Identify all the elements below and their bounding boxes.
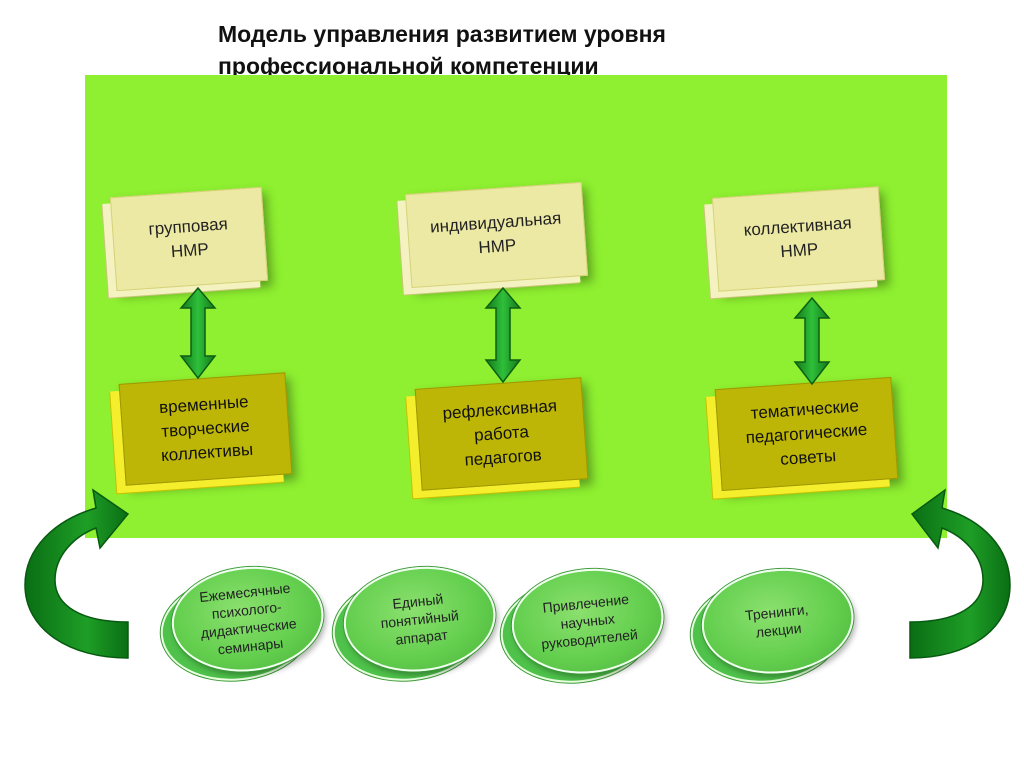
title-line-1: Модель управления развитием уровня (218, 21, 666, 47)
ellipse-seminars: Ежемесячные психолого- дидактические сем… (155, 559, 329, 689)
ellipse-seminars-label: Ежемесячные психолого- дидактические сем… (198, 579, 298, 658)
curved-arrow-left (24, 488, 130, 659)
ellipse-trainings: Тренинги, лекции (685, 561, 859, 691)
slide-title: Модель управления развитием уровня профе… (218, 18, 858, 82)
ellipse-trainings-label: Тренинги, лекции (744, 600, 810, 641)
ellipse-scientific-advisors: Привлечение научных руководителей (495, 561, 669, 691)
ellipse-scientific-advisors-label: Привлечение научных руководителей (540, 590, 639, 653)
curved-arrow-right (909, 488, 1011, 659)
double-arrow-2 (484, 286, 522, 384)
double-arrow-1 (179, 286, 217, 380)
double-arrow-3 (793, 296, 831, 386)
ellipse-unified-apparatus-label: Единый понятийный аппарат (379, 590, 460, 648)
ellipse-unified-apparatus: Единый понятийный аппарат (327, 559, 501, 689)
title-line-2: профессиональной компетенции (218, 53, 599, 79)
